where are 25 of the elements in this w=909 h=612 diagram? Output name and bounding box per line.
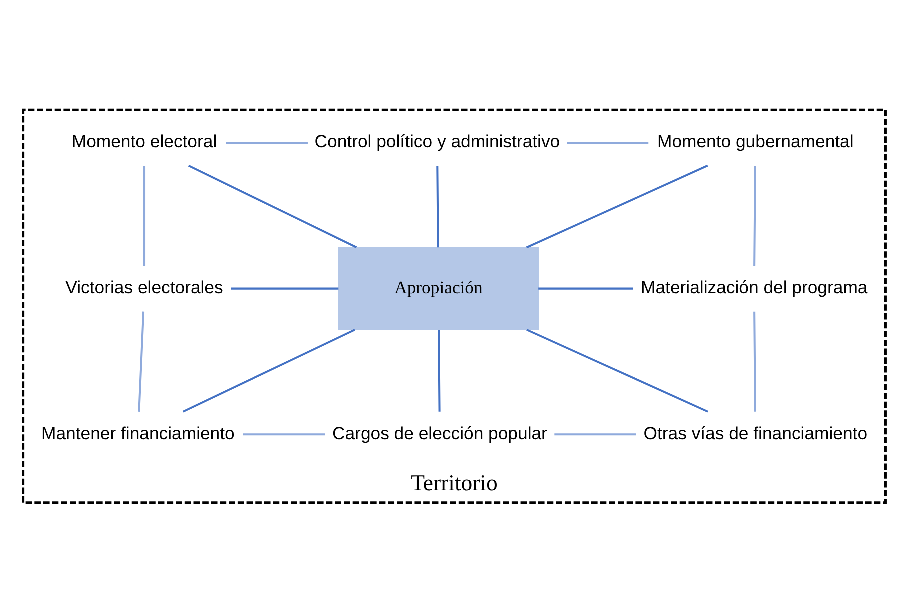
connector bbox=[243, 433, 326, 436]
node-text: Control político y administrativo bbox=[314, 131, 560, 152]
connector bbox=[182, 328, 356, 412]
connector bbox=[188, 164, 358, 248]
connector bbox=[554, 433, 636, 436]
connector bbox=[144, 166, 146, 266]
connector bbox=[138, 311, 145, 412]
connector bbox=[754, 311, 756, 412]
node-text: Otras vías de financiamiento bbox=[644, 422, 868, 443]
connector bbox=[231, 287, 339, 290]
node-box: Apropiación bbox=[338, 246, 540, 330]
connector bbox=[538, 287, 634, 290]
node-text: Momento gubernamental bbox=[658, 131, 854, 152]
node-text: Mantener financiamiento bbox=[42, 422, 235, 443]
connector bbox=[438, 330, 441, 412]
connector bbox=[754, 166, 756, 266]
node-text: Momento electoral bbox=[72, 131, 218, 152]
node-text: Victorias electorales bbox=[66, 276, 224, 297]
connector bbox=[226, 141, 308, 144]
connector bbox=[567, 141, 649, 144]
connector bbox=[436, 166, 440, 248]
node-text: Cargos de elección popular bbox=[332, 422, 548, 443]
connector bbox=[526, 164, 708, 248]
connector bbox=[526, 328, 708, 412]
node-text: Materialización del programa bbox=[641, 276, 868, 297]
